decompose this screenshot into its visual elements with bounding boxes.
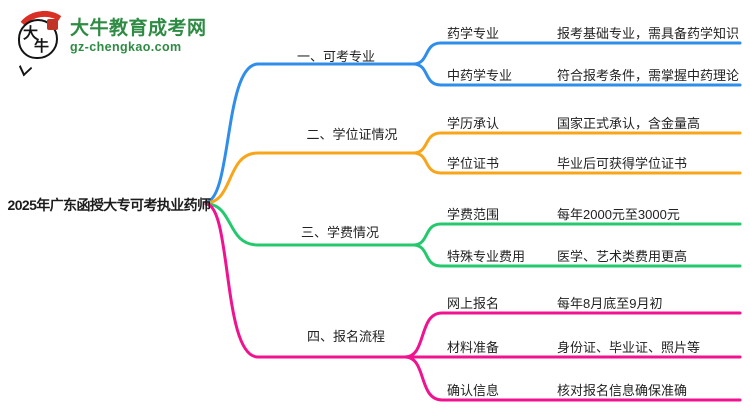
leaf-label: 网上报名 (447, 296, 500, 311)
site-name: 大牛教育成考网 (70, 18, 207, 39)
branch-3-label: 三、学费情况 (300, 225, 379, 240)
leaf-node: 药学专业 报考基础专业，需具备药学知识 (444, 23, 740, 41)
leaf-desc: 每年2000元至3000元 (557, 207, 680, 222)
branch-4-leaf-1-line (403, 311, 742, 359)
logo-char-1: 大 (23, 25, 39, 42)
leaf-node: 特殊专业费用 医学、艺术类费用更高 (444, 246, 740, 264)
site-url: gz-chengkao.com (70, 39, 182, 54)
leaf-label: 特殊专业费用 (447, 249, 526, 264)
branch-3-leaf-2-line (411, 243, 742, 268)
leaf-desc: 每年8月底至9月初 (557, 296, 663, 311)
branch-1-leaf-2-line (411, 62, 742, 87)
branch-3-leaf-1-line (411, 222, 742, 247)
leaf-label: 学历承认 (447, 116, 500, 131)
leaf-desc: 医学、艺术类费用更高 (557, 249, 688, 264)
logo-text: 大牛教育成考网 gz-chengkao.com (70, 9, 207, 54)
branch-2-leaf-2-line (411, 151, 742, 175)
leaf-node: 学费范围 每年2000元至3000元 (444, 204, 740, 222)
branch-3-line (204, 202, 415, 247)
branch-1-label: 一、可考专业 (296, 49, 375, 64)
branch-2-line (204, 151, 415, 205)
leaf-node: 学历承认 国家正式承认，含金量高 (444, 113, 740, 131)
leaf-label: 中药学专业 (447, 68, 513, 83)
leaf-label: 材料准备 (447, 340, 500, 355)
branch-2-label: 二、学位证情况 (306, 127, 398, 142)
leaf-label: 学位证书 (447, 156, 500, 171)
branch-1-line (204, 62, 415, 204)
leaf-label: 确认信息 (447, 383, 500, 398)
logo-icon: 大 牛 (12, 7, 73, 77)
leaf-desc: 身份证、毕业证、照片等 (557, 340, 701, 355)
leaf-node: 网上报名 每年8月底至9月初 (444, 293, 740, 311)
branch-2-leaf-1-line (411, 131, 742, 155)
leaf-desc: 毕业后可获得学位证书 (557, 156, 688, 171)
leaf-label: 药学专业 (447, 26, 500, 41)
leaf-node: 学位证书 毕业后可获得学位证书 (444, 153, 740, 171)
leaf-node: 中药学专业 符合报考条件，需掌握中药理论 (444, 65, 740, 83)
mindmap-root-node: 2025年广东函授大专可考执业药师 (7, 197, 212, 213)
branch-1-leaf-1-line (411, 41, 742, 66)
leaf-desc: 符合报考条件，需掌握中药理论 (557, 68, 740, 83)
logo-char-2: 牛 (34, 38, 50, 55)
leaf-desc: 国家正式承认，含金量高 (557, 116, 701, 131)
leaf-desc: 报考基础专业，需具备药学知识 (557, 26, 740, 41)
leaf-desc: 核对报名信息确保准确 (557, 383, 688, 398)
leaf-node: 确认信息 核对报名信息确保准确 (444, 380, 740, 398)
branch-4-line (204, 202, 407, 359)
logo-speech-bubble-icon: 大 牛 (18, 19, 58, 59)
branch-4-label: 四、报名流程 (306, 329, 385, 344)
site-logo[interactable]: 大 牛 大牛教育成考网 gz-chengkao.com (12, 7, 207, 77)
branch-4-leaf-3-line (403, 355, 742, 402)
leaf-label: 学费范围 (447, 207, 500, 222)
leaf-node: 材料准备 身份证、毕业证、照片等 (444, 337, 740, 355)
logo-seal-icon (47, 19, 58, 30)
